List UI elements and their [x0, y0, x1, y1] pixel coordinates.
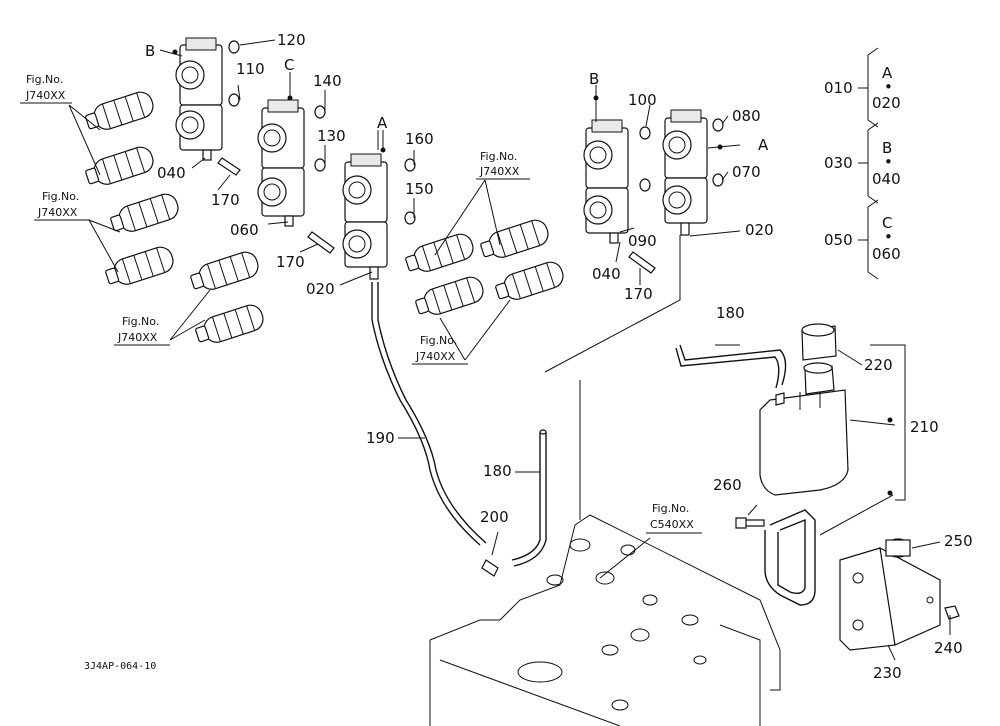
svg-text:B: B — [882, 139, 892, 157]
svg-text:Fig.No.: Fig.No. — [652, 502, 689, 515]
svg-text:A: A — [882, 64, 893, 82]
svg-text:030: 030 — [824, 154, 853, 172]
fig-ref-4: Fig.No. J740XX — [476, 150, 530, 180]
legend-050: 050 C • 060 — [824, 199, 901, 280]
svg-text:J740XX: J740XX — [117, 331, 158, 344]
leader-lines — [68, 39, 951, 661]
hose-180-right — [675, 344, 787, 389]
callout-090: 090 — [628, 232, 657, 250]
callout-040-left: 040 — [157, 164, 186, 182]
callout-140: 140 — [313, 72, 342, 90]
legend-010: 010 A • 020 — [824, 47, 901, 128]
fitting-200 — [481, 559, 499, 577]
callout-040-right: 040 — [592, 265, 621, 283]
svg-text:Fig.No.: Fig.No. — [122, 315, 159, 328]
svg-text:050: 050 — [824, 231, 853, 249]
callout-020-left: 020 — [306, 280, 335, 298]
callout-240: 240 — [934, 639, 963, 657]
frame-body — [429, 514, 781, 726]
diagram-code: 3J4AP-064-10 — [84, 661, 156, 672]
callout-060: 060 — [230, 221, 259, 239]
svg-text:C: C — [882, 214, 892, 232]
valve-block-b-right — [583, 119, 629, 244]
fig-ref-6: Fig.No. C540XX — [646, 502, 702, 534]
callout-200: 200 — [480, 508, 509, 526]
coupler-group-left — [85, 91, 264, 343]
svg-text:Fig.No.: Fig.No. — [420, 334, 457, 347]
callout-180-right: 180 — [716, 304, 745, 322]
coupler-group-right — [405, 219, 564, 315]
svg-text:040: 040 — [872, 170, 901, 188]
hose-180-left — [511, 429, 547, 567]
callout-080: 080 — [732, 107, 761, 125]
callout-220: 220 — [864, 356, 893, 374]
callout-100: 100 — [628, 91, 657, 109]
svg-text:C540XX: C540XX — [650, 518, 694, 531]
callout-130: 130 — [317, 127, 346, 145]
svg-text:J740XX: J740XX — [37, 206, 78, 219]
svg-text:Fig.No.: Fig.No. — [26, 73, 63, 86]
bracket-230 — [839, 546, 941, 651]
svg-text:J740XX: J740XX — [25, 89, 66, 102]
callout-110: 110 — [236, 60, 265, 78]
valve-block-c — [257, 99, 305, 227]
bolt-240 — [944, 605, 960, 620]
callout-150: 150 — [405, 180, 434, 198]
hose-190 — [371, 282, 487, 546]
svg-text:J740XX: J740XX — [415, 350, 456, 363]
letter-a-right: A — [758, 136, 769, 154]
callout-190: 190 — [366, 429, 395, 447]
callout-120: 120 — [277, 31, 306, 49]
callout-170-b: 170 — [276, 253, 305, 271]
callout-070: 070 — [732, 163, 761, 181]
legend-030: 030 B • 040 — [824, 122, 901, 204]
cap-250 — [885, 538, 911, 558]
callout-160: 160 — [405, 130, 434, 148]
callout-230: 230 — [873, 664, 902, 682]
svg-text:•: • — [884, 153, 893, 171]
svg-text:•: • — [884, 228, 893, 246]
svg-text:060: 060 — [872, 245, 901, 263]
callout-020-right: 020 — [745, 221, 774, 239]
callout-170-c: 170 — [624, 285, 653, 303]
reference-dots — [172, 49, 893, 496]
reservoir-tank — [759, 323, 849, 496]
bolt-260 — [735, 517, 765, 529]
callout-170-a: 170 — [211, 191, 240, 209]
letter-a-left: A — [377, 114, 388, 132]
callout-180-left: 180 — [483, 462, 512, 480]
fig-ref-1: Fig.No. J740XX — [20, 73, 72, 104]
valve-block-a-left — [342, 153, 388, 280]
letter-c: C — [284, 56, 294, 74]
tube-pieces — [217, 157, 656, 274]
callout-260: 260 — [713, 476, 742, 494]
svg-text:010: 010 — [824, 79, 853, 97]
svg-text:•: • — [884, 78, 893, 96]
svg-text:Fig.No.: Fig.No. — [480, 150, 517, 163]
o-rings — [228, 40, 724, 225]
callout-250: 250 — [944, 532, 973, 550]
letter-b-left: B — [145, 42, 155, 60]
letter-b-right: B — [589, 70, 599, 88]
callout-210: 210 — [910, 418, 939, 436]
valve-block-b-left — [175, 37, 223, 161]
mounting-strap — [764, 509, 816, 606]
fig-ref-5: Fig.No. J740XX — [412, 334, 468, 365]
fig-ref-3: Fig.No. J740XX — [114, 315, 170, 346]
svg-text:Fig.No.: Fig.No. — [42, 190, 79, 203]
fig-ref-2: Fig.No. J740XX — [34, 190, 90, 221]
svg-text:020: 020 — [872, 94, 901, 112]
svg-text:J740XX: J740XX — [479, 165, 520, 178]
valve-block-a-right — [662, 109, 708, 236]
